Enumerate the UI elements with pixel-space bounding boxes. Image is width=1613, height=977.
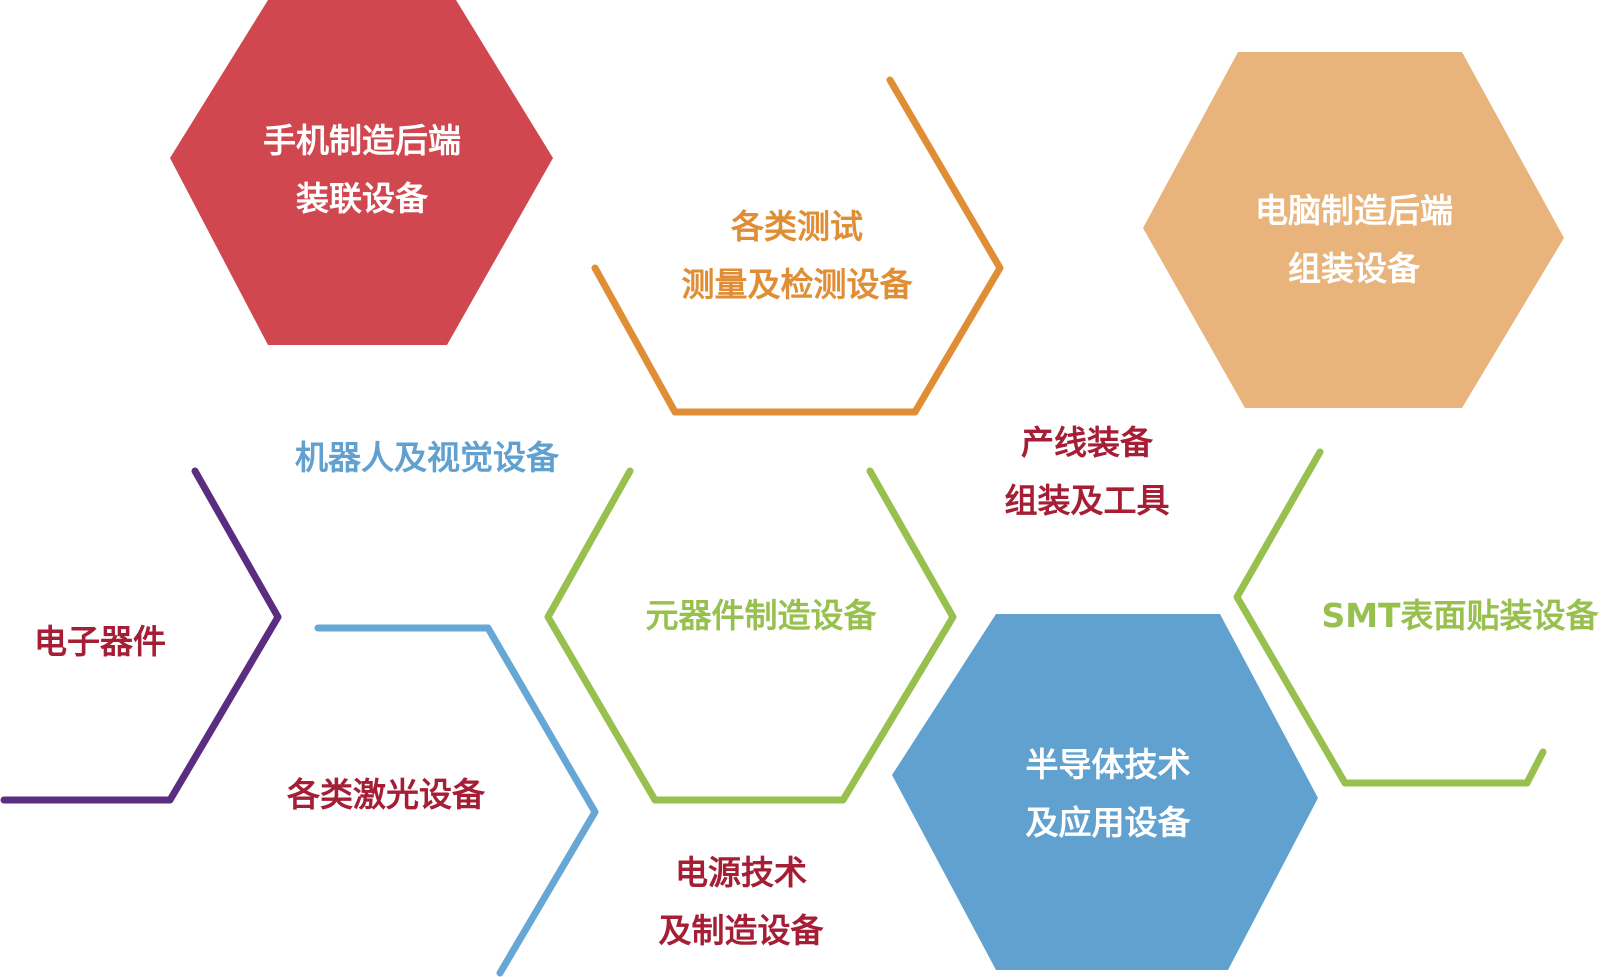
label-testing: 各类测试 测量及检测设备 [682, 198, 913, 314]
label-electronic-devices: 电子器件 [34, 613, 166, 671]
label-smt: SMT表面贴装设备 [1321, 587, 1598, 645]
label-pc-assembly-line1: 电脑制造后端 [1255, 191, 1453, 230]
label-laser: 各类激光设备 [287, 766, 485, 824]
label-phone-assembly-line1: 手机制造后端 [263, 121, 461, 160]
label-testing-line2: 测量及检测设备 [681, 265, 913, 304]
label-electronic-devices-text: 电子器件 [34, 622, 166, 661]
outline-electronic-devices [0, 467, 282, 804]
label-power-supply: 电源技术 及制造设备 [659, 844, 824, 960]
label-component-mfg: 元器件制造设备 [646, 587, 877, 645]
label-power-supply-line2: 及制造设备 [658, 911, 824, 950]
label-production-line-line1: 产线装备 [1021, 423, 1153, 462]
label-phone-assembly-line2: 装联设备 [296, 179, 428, 218]
label-production-line: 产线装备 组装及工具 [1005, 414, 1170, 530]
label-semiconductor-line1: 半导体技术 [1025, 745, 1191, 784]
hexagon-phone-assembly [170, 0, 553, 345]
label-laser-text: 各类激光设备 [287, 775, 485, 814]
label-component-mfg-text: 元器件制造设备 [645, 596, 877, 635]
label-testing-line1: 各类测试 [731, 207, 863, 246]
outline-component-left [544, 467, 659, 804]
label-robot-vision: 机器人及视觉设备 [295, 429, 559, 487]
label-phone-assembly: 手机制造后端 装联设备 [263, 112, 461, 228]
hexagon-semiconductor [892, 614, 1318, 970]
label-pc-assembly-line2: 组装设备 [1288, 249, 1420, 288]
outline-smt [1233, 448, 1547, 787]
label-robot-vision-text: 机器人及视觉设备 [295, 438, 559, 477]
label-pc-assembly: 电脑制造后端 组装设备 [1255, 182, 1453, 298]
outline-component-right [651, 467, 957, 804]
label-semiconductor: 半导体技术 及应用设备 [1026, 736, 1191, 852]
outline-laser [314, 624, 599, 977]
label-production-line-line2: 组装及工具 [1004, 481, 1170, 520]
label-power-supply-line1: 电源技术 [675, 853, 807, 892]
hexagon-pc-assembly [1143, 52, 1564, 408]
label-smt-text: SMT表面贴装设备 [1321, 596, 1599, 635]
outline-testing [591, 76, 1004, 416]
label-semiconductor-line2: 及应用设备 [1025, 803, 1191, 842]
